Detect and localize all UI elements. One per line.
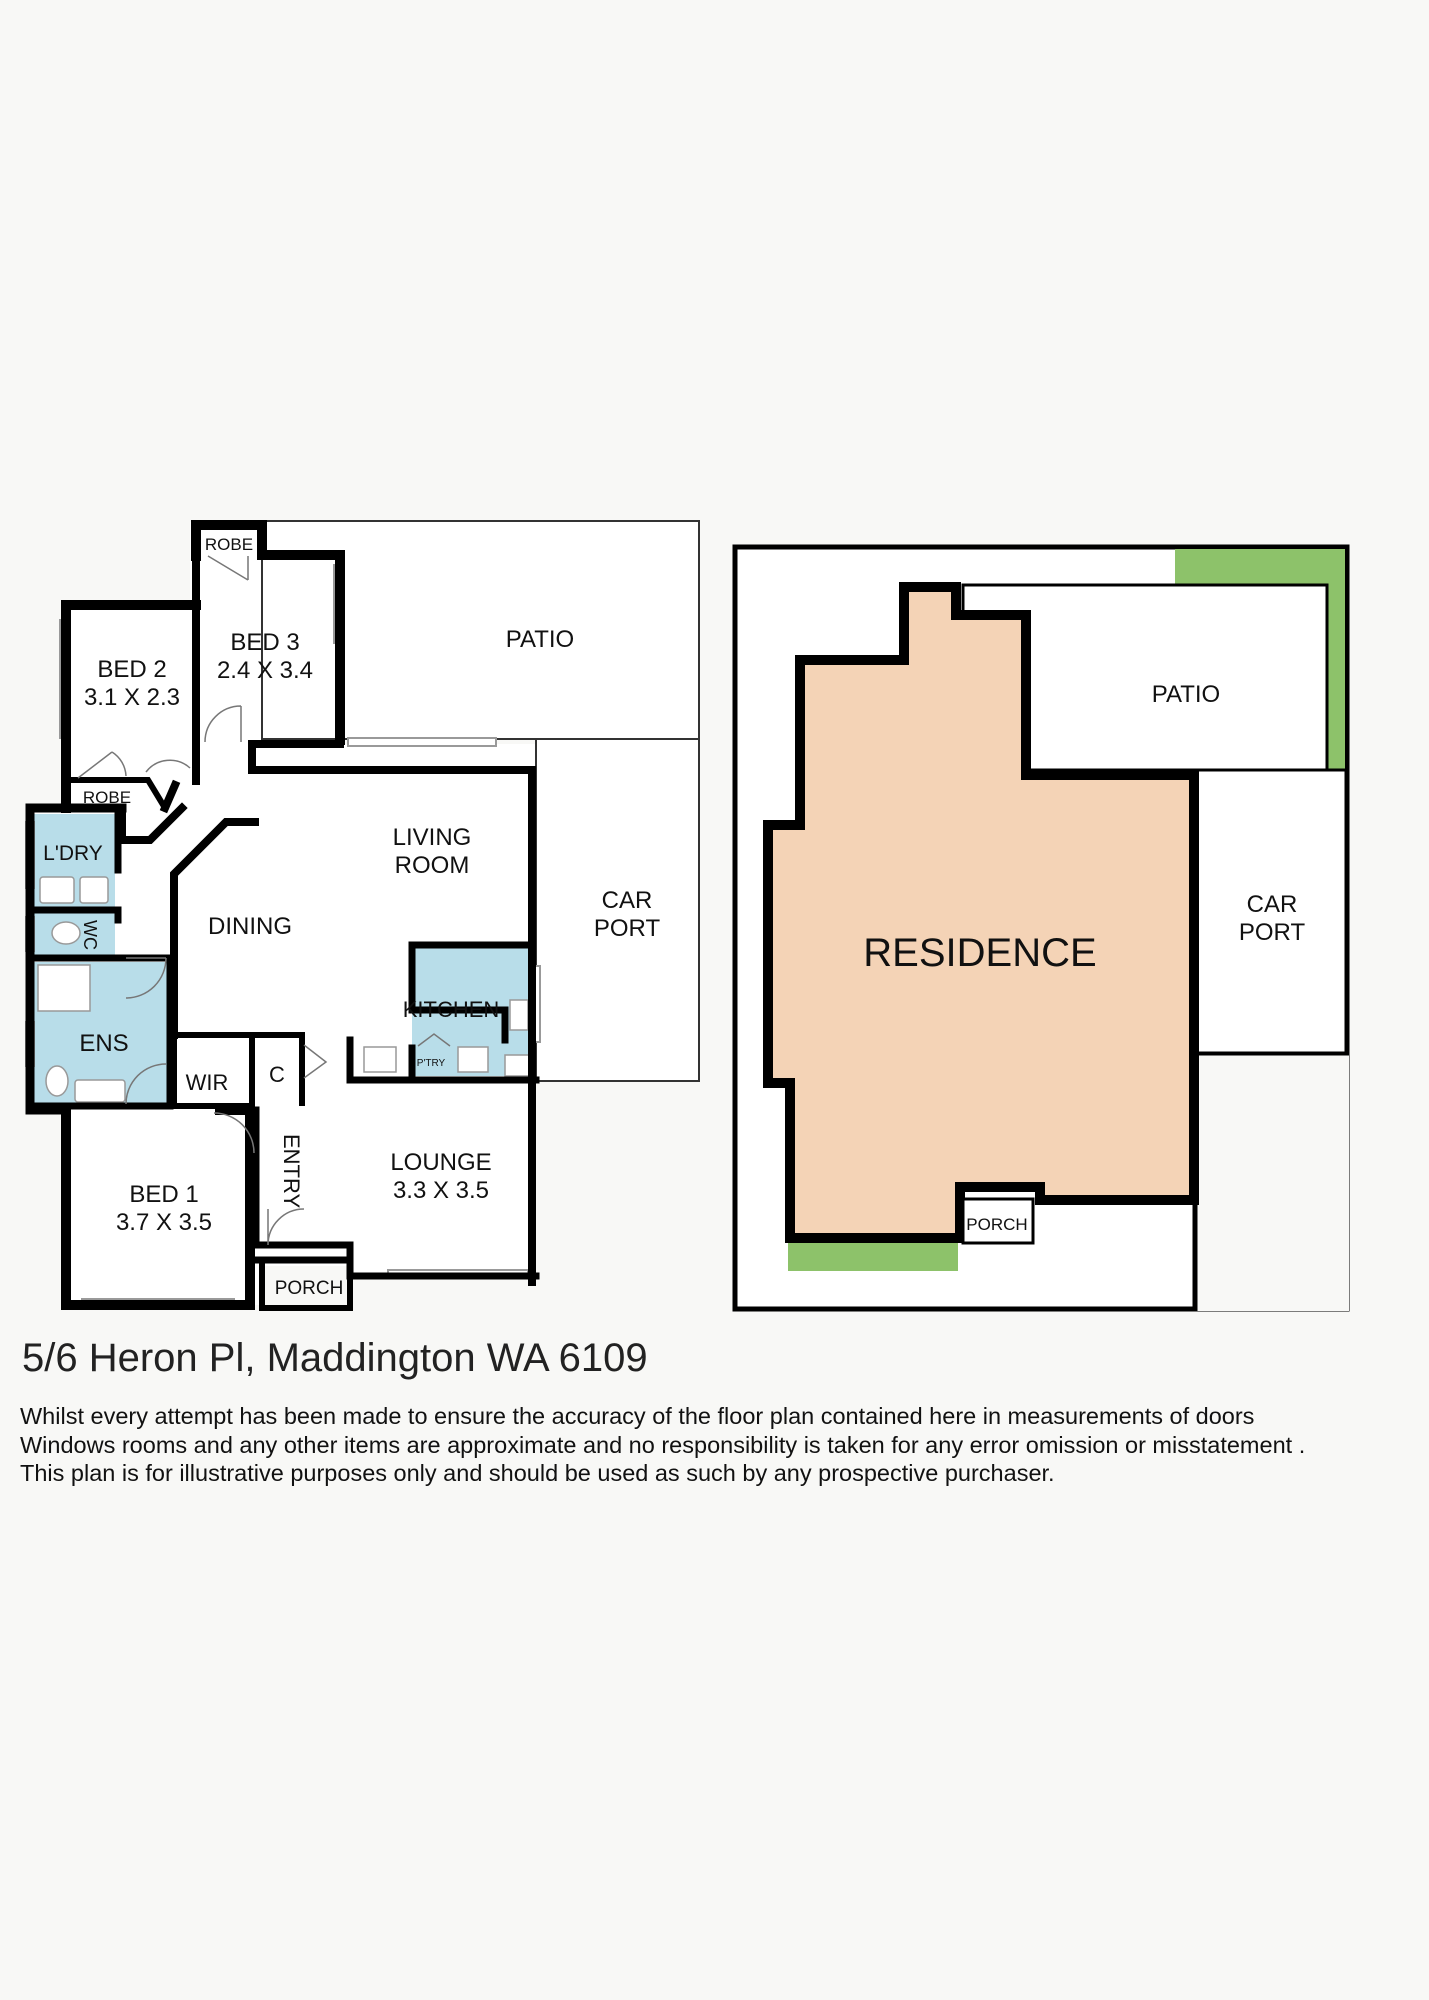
garden-north [1175, 549, 1345, 587]
label-pantry: P'TRY [417, 1058, 446, 1069]
site-porch [961, 1197, 1035, 1245]
wall-living-diag [170, 818, 259, 1039]
window-living-patio [347, 737, 497, 747]
door-pantry [417, 1033, 451, 1047]
label-carport-2: PORT [594, 915, 661, 942]
wall-entry [252, 1106, 540, 1280]
site-label-patio: PATIO [1152, 681, 1220, 708]
label-bed1-size: 3.7 X 3.5 [116, 1209, 212, 1236]
site-label-carport-2: PORT [1239, 919, 1306, 946]
ens-toilet [45, 1065, 69, 1097]
shower [37, 964, 91, 1012]
door-bed2-robe [77, 751, 127, 779]
door-laundry [125, 957, 167, 999]
wall-robe2 [67, 777, 170, 813]
label-lounge-size: 3.3 X 3.5 [393, 1177, 489, 1204]
label-patio: PATIO [506, 626, 574, 653]
disclaimer-line: Windows rooms and any other items are ap… [20, 1431, 1306, 1458]
wall-core-north [248, 766, 536, 1286]
wall-bed3-south [248, 740, 344, 774]
garden-east [1327, 549, 1345, 769]
label-ens: ENS [79, 1030, 128, 1057]
room-labels: ROBE BED 3 2.4 X 3.4 BED 2 3.1 X 2.3 ROB… [43, 535, 660, 1299]
property-address: 5/6 Heron Pl, Maddington WA 6109 [22, 1336, 648, 1380]
label-c: C [269, 1062, 285, 1087]
label-laundry: L'DRY [43, 842, 103, 865]
wall-kitchen [346, 941, 540, 1084]
door-bed3-robe [207, 555, 249, 581]
wall-wir [171, 1032, 305, 1109]
site-plan: PATIO CAR PORT RESIDENCE PORCH [732, 544, 1350, 1312]
doors [77, 555, 451, 1246]
wall-bed3 [191, 520, 345, 745]
door-bed1 [213, 1112, 255, 1154]
label-wc: WC [80, 920, 100, 950]
walls [25, 520, 540, 1311]
site-label-porch: PORCH [966, 1215, 1027, 1234]
ens-vanity [74, 1079, 126, 1103]
fixtures [37, 876, 532, 1103]
site-boundary-cut [1196, 1053, 1349, 1311]
site-labels: PATIO CAR PORT RESIDENCE PORCH [863, 681, 1305, 1234]
wet-areas [33, 814, 531, 1106]
washer [79, 876, 109, 904]
label-bed3-name: BED 3 [230, 629, 299, 656]
wall-bed1 [61, 1105, 255, 1310]
disclaimer-text: Whilst every attempt has been made to en… [20, 1402, 1420, 1488]
label-lounge-name: LOUNGE [390, 1149, 491, 1176]
label-bed3-size: 2.4 X 3.4 [217, 657, 313, 684]
door-bed3 [204, 705, 242, 743]
door-ens [125, 1063, 167, 1105]
disclaimer-line: Whilst every attempt has been made to en… [20, 1403, 1255, 1429]
label-carport-1: CAR [602, 887, 653, 914]
floor-plan: ROBE BED 3 2.4 X 3.4 BED 2 3.1 X 2.3 ROB… [25, 520, 700, 1311]
kitchen-sink [457, 1046, 489, 1073]
label-kitchen: KITCHEN [403, 997, 500, 1022]
garden-south [788, 1243, 958, 1271]
door-c [303, 1044, 328, 1079]
wc-toilet [51, 921, 81, 945]
site-label-residence: RESIDENCE [863, 931, 1096, 975]
label-robe-bed3: ROBE [205, 535, 253, 554]
label-robe-bed2: ROBE [83, 788, 131, 807]
disclaimer-line: This plan is for illustrative purposes o… [20, 1460, 1055, 1486]
kitchen-cooktop [363, 1046, 397, 1073]
label-wir: WIR [186, 1070, 229, 1095]
label-living-1: LIVING [393, 824, 472, 851]
laundry-trough [39, 876, 75, 904]
kitchen-oven [509, 999, 529, 1031]
door-bed2 [145, 759, 191, 773]
wall-bed2 [61, 600, 201, 813]
label-living-2: ROOM [395, 852, 470, 879]
site-label-carport-1: CAR [1247, 891, 1298, 918]
label-bed2-name: BED 2 [97, 656, 166, 683]
label-entry: ENTRY [279, 1134, 304, 1208]
label-dining: DINING [208, 913, 292, 940]
wall-dining-diag [118, 779, 188, 844]
wall-wetarea-inner [26, 808, 174, 1110]
wall-porch [259, 1263, 353, 1311]
floor-plan-diagram: ROBE BED 3 2.4 X 3.4 BED 2 3.1 X 2.3 ROB… [25, 520, 1350, 1312]
carport-area [535, 738, 700, 1082]
residence-area [763, 582, 1199, 1243]
kitchen-fridge [504, 1054, 532, 1077]
label-bed1-name: BED 1 [129, 1181, 198, 1208]
label-bed2-size: 3.1 X 2.3 [84, 684, 180, 711]
label-porch: PORCH [275, 1278, 344, 1299]
door-entry [267, 1208, 305, 1246]
